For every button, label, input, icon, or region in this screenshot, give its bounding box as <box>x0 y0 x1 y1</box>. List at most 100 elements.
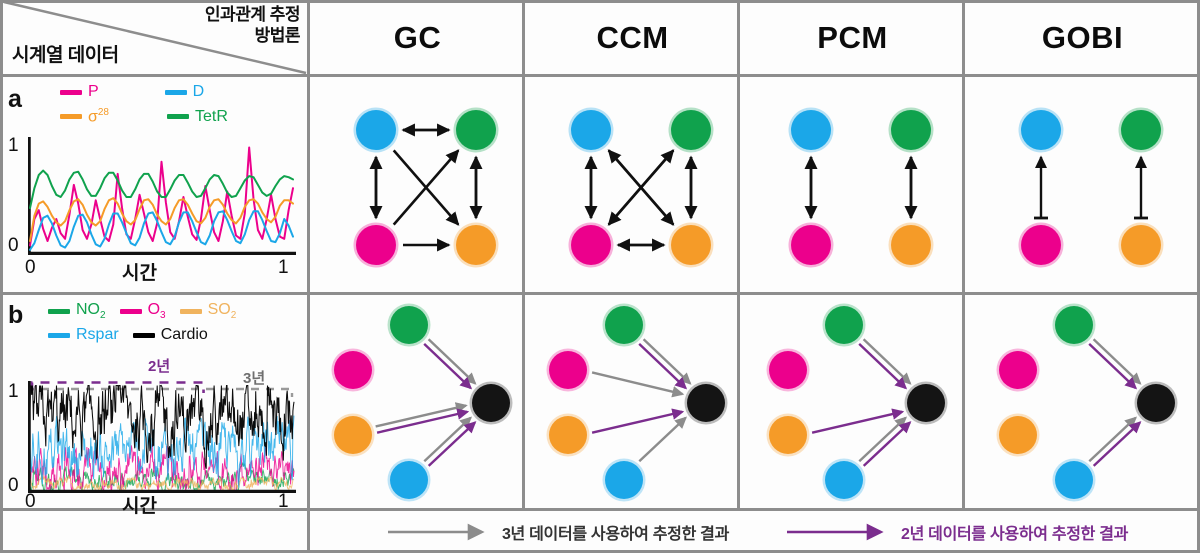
frame-row-divider <box>0 292 1200 295</box>
legend-swatch-tetr <box>167 114 189 120</box>
node-black <box>469 381 513 425</box>
legend-label-no2: NO2 <box>76 301 106 321</box>
legend-label-d: D <box>192 83 205 100</box>
panel-a-ytick-top: 1 <box>8 135 19 156</box>
network-ccm-row-b <box>525 293 737 508</box>
bottom-legend-item-2year: 2년 데이터를 사용하여 추정한 결과 <box>781 520 1128 544</box>
node-orange <box>331 413 375 457</box>
panel-a-letter: a <box>8 85 22 113</box>
frame-top <box>0 0 1200 3</box>
node-blue <box>602 458 646 502</box>
panel-a: a P D σ28 TetR 1 0 0 1 시간 <box>0 75 307 292</box>
legend-item-o3: O3 <box>119 301 166 322</box>
legend-label-p: P <box>88 83 99 100</box>
frame-col3 <box>962 0 965 510</box>
annotation-2year: 2년 <box>148 358 171 375</box>
gray-arrow-icon <box>387 523 485 540</box>
node-green <box>668 107 714 153</box>
node-magenta <box>568 222 614 268</box>
node-black <box>684 381 728 425</box>
panel-b-legend-line2: Rspar Cardio <box>48 326 222 344</box>
panel-b-xtick-left: 0 <box>25 491 36 512</box>
diagonal-divider-icon <box>3 0 307 75</box>
network-pcm-row-a <box>740 75 962 292</box>
legend-swatch-d <box>164 89 187 95</box>
node-magenta <box>766 348 810 392</box>
node-green <box>1052 303 1096 347</box>
node-magenta <box>353 222 399 268</box>
frame-left <box>0 0 3 553</box>
frame-col2 <box>737 0 740 510</box>
frame-header-bottom <box>0 74 1200 77</box>
network-pcm-row-b <box>740 293 962 508</box>
node-green <box>888 107 934 153</box>
frame-right <box>1197 0 1200 553</box>
panel-b-letter: b <box>8 301 24 329</box>
node-magenta <box>546 348 590 392</box>
node-green <box>1118 107 1164 153</box>
node-green <box>453 107 499 153</box>
legend-label-no2-base: NO <box>76 301 100 318</box>
node-orange <box>888 222 934 268</box>
panel-a-xtick-left: 0 <box>25 257 36 278</box>
network-gc-row-a <box>310 75 522 292</box>
annotation-3year: 3년 <box>243 370 266 387</box>
node-green <box>602 303 646 347</box>
bottom-legend: 3년 데이터를 사용하여 추정한 결과 2년 데이터를 사용하여 추정한 결과 <box>310 510 1200 553</box>
legend-item-sigma28: σ28 <box>60 107 109 126</box>
network-gc-row-b <box>310 293 522 508</box>
node-orange <box>1118 222 1164 268</box>
legend-item-rspar: Rspar <box>48 326 119 344</box>
legend-label-cardio: Cardio <box>160 326 208 343</box>
panel-a-xlabel: 시간 <box>122 263 157 284</box>
network-gobi-row-b <box>965 293 1197 508</box>
bottom-legend-item-3year: 3년 데이터를 사용하여 추정한 결과 <box>382 520 729 544</box>
legend-item-cardio: Cardio <box>132 326 208 344</box>
panel-b-ytick-bottom: 0 <box>8 475 19 496</box>
node-blue <box>1018 107 1064 153</box>
method-axis-label: 인과관계 추정 방법론 <box>204 4 301 47</box>
panel-a-ytick-bottom: 0 <box>8 235 19 256</box>
legend-label-sigma28-sup: 28 <box>97 107 109 118</box>
node-blue <box>788 107 834 153</box>
node-blue <box>387 458 431 502</box>
method-axis-label-line1: 인과관계 추정 <box>204 5 301 24</box>
legend-item-d: D <box>164 83 205 101</box>
panel-a-legend-line2: σ28 TetR <box>60 107 242 126</box>
panel-a-xtick-right: 1 <box>278 257 289 278</box>
legend-swatch-no2 <box>48 308 70 314</box>
legend-label-so2: SO2 <box>208 301 237 321</box>
legend-swatch-o3 <box>119 308 142 314</box>
node-magenta <box>996 348 1040 392</box>
node-magenta <box>1018 222 1064 268</box>
column-header-gobi: GOBI <box>1041 19 1124 55</box>
node-blue <box>568 107 614 153</box>
legend-label-o3-sub: 3 <box>160 310 166 322</box>
legend-item-so2: SO2 <box>179 301 237 321</box>
panel-b-legend-line1: NO2 O3 SO2 <box>48 301 250 321</box>
legend-label-so2-base: SO <box>207 301 231 318</box>
corner-header-cell: 시계열 데이터 인과관계 추정 방법론 <box>0 0 310 75</box>
legend-label-so2-sub: 2 <box>230 310 237 322</box>
legend-label-no2-sub: 2 <box>100 310 106 322</box>
legend-item-no2: NO2 <box>48 301 106 321</box>
node-orange <box>766 413 810 457</box>
node-blue <box>822 458 866 502</box>
panel-b-ytick-top: 1 <box>8 381 19 402</box>
node-blue <box>1052 458 1096 502</box>
node-green <box>822 303 866 347</box>
purple-arrow-icon <box>787 523 884 540</box>
node-orange <box>546 413 590 457</box>
legend-swatch-rspar <box>48 332 70 338</box>
legend-item-tetr: TetR <box>167 108 228 126</box>
frame-col0 <box>307 0 310 553</box>
panel-b: b NO2 O3 SO2 Rspar Cardio <box>0 293 307 517</box>
legend-swatch-sigma28 <box>60 114 82 120</box>
node-magenta <box>331 348 375 392</box>
column-header-pcm: PCM <box>817 19 888 55</box>
node-green <box>387 303 431 347</box>
bottom-legend-text-3year: 3년 데이터를 사용하여 추정한 결과 <box>501 525 729 543</box>
column-header-ccm: CCM <box>596 19 669 55</box>
legend-swatch-cardio <box>132 332 155 338</box>
frame-col1 <box>522 0 525 510</box>
